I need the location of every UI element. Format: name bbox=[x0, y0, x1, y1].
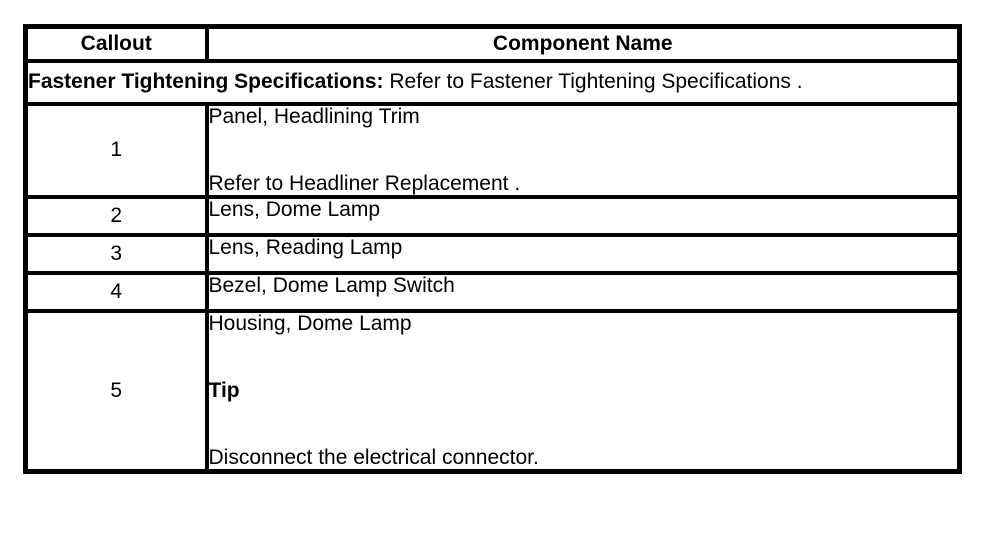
component-cell-1: Panel, Headlining Trim Refer to Headline… bbox=[204, 101, 962, 199]
component-paragraph: Lens, Reading Lamp bbox=[208, 235, 403, 259]
table-row-5: 5 Housing, Dome Lamp Tip Disconnect the … bbox=[23, 308, 962, 473]
fastener-spec-row: Fastener Tightening Specifications: Refe… bbox=[23, 58, 962, 106]
component-paragraph: Housing, Dome Lamp bbox=[208, 311, 412, 335]
callout-cell-1: 1 bbox=[23, 101, 209, 199]
table-row-2: 2 Lens, Dome Lamp bbox=[23, 194, 962, 237]
component-paragraph: Lens, Dome Lamp bbox=[208, 197, 381, 221]
component-cell-3: Lens, Reading Lamp bbox=[204, 232, 962, 275]
table-row-3: 3 Lens, Reading Lamp bbox=[23, 232, 962, 275]
fastener-spec-label: Fastener Tightening Specifications: bbox=[28, 70, 384, 93]
component-reference-paragraph: Refer to Headliner Replacement . bbox=[208, 171, 521, 195]
tip-label: Tip bbox=[208, 378, 240, 402]
callout-cell-4: 4 bbox=[23, 270, 209, 313]
component-paragraph: Panel, Headlining Trim bbox=[208, 104, 420, 128]
component-cell-5: Housing, Dome Lamp Tip Disconnect the el… bbox=[204, 308, 962, 473]
header-row: Callout Component Name bbox=[23, 24, 962, 63]
component-name-column-header: Component Name bbox=[204, 24, 962, 63]
component-table: Callout Component Name Fastener Tighteni… bbox=[23, 24, 962, 474]
table-row-1: 1 Panel, Headlining Trim Refer to Headli… bbox=[23, 101, 962, 199]
callout-column-header: Callout bbox=[23, 24, 209, 63]
table-row-4: 4 Bezel, Dome Lamp Switch bbox=[23, 270, 962, 313]
component-instruction-paragraph: Disconnect the electrical connector. bbox=[208, 445, 539, 469]
fastener-spec-cell: Fastener Tightening Specifications: Refe… bbox=[23, 58, 962, 106]
callout-cell-5: 5 bbox=[23, 308, 209, 473]
component-paragraph: Bezel, Dome Lamp Switch bbox=[208, 273, 455, 297]
component-cell-4: Bezel, Dome Lamp Switch bbox=[204, 270, 962, 313]
callout-cell-2: 2 bbox=[23, 194, 209, 237]
fastener-spec-reference-text: Refer to Fastener Tightening Specificati… bbox=[383, 70, 803, 93]
component-cell-2: Lens, Dome Lamp bbox=[204, 194, 962, 237]
callout-cell-3: 3 bbox=[23, 232, 209, 275]
component-table-container: Callout Component Name Fastener Tighteni… bbox=[23, 24, 962, 474]
